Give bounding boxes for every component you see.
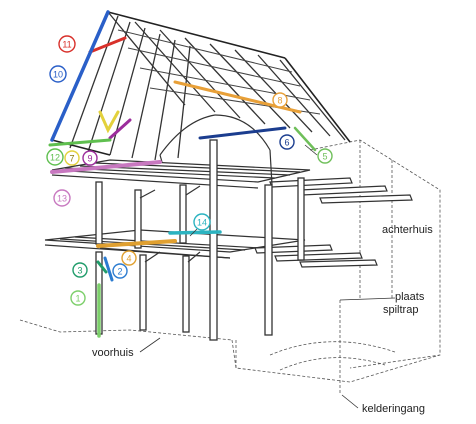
lower-beam-ends [254, 244, 378, 268]
marker-3: 3 [72, 262, 88, 278]
marker-11: 11 [58, 35, 76, 53]
marker-number: 4 [126, 254, 131, 264]
member-10 [50, 10, 110, 142]
roof-ridge [51, 11, 351, 156]
marker-2: 2 [112, 263, 128, 279]
marker-14: 14 [193, 213, 211, 231]
member-13 [50, 160, 162, 174]
marker-9: 9 [82, 150, 98, 166]
member-9 [108, 118, 132, 140]
marker-number: 8 [277, 96, 282, 106]
member-4 [96, 239, 177, 248]
marker-number: 3 [77, 266, 82, 276]
member-6 [198, 126, 287, 140]
marker-6: 6 [279, 134, 295, 150]
marker-number: 6 [284, 138, 289, 148]
member-12 [48, 138, 112, 147]
marker-number: 12 [50, 153, 60, 163]
marker-1: 1 [70, 290, 86, 306]
marker-number: 7 [69, 154, 74, 164]
marker-13: 13 [53, 189, 71, 207]
marker-circle [53, 189, 71, 207]
marker-number: 1 [75, 294, 80, 304]
marker-circle [193, 213, 211, 231]
label-kelderingang: kelderingang [362, 403, 425, 415]
marker-circle [49, 65, 67, 83]
member-3 [96, 260, 108, 274]
member-2 [103, 256, 114, 282]
member-7 [98, 110, 120, 134]
roof-rafters-right [107, 11, 346, 141]
marker-4: 4 [121, 250, 137, 266]
marker-circle [112, 263, 128, 279]
member-11 [88, 36, 127, 54]
marker-8: 8 [272, 92, 288, 108]
frame-braces [139, 114, 273, 263]
marker-number: 2 [117, 267, 122, 277]
upper-beam-ends [269, 177, 413, 204]
member-5 [293, 126, 317, 152]
marker-number: 5 [322, 152, 327, 162]
marker-number: 10 [53, 70, 63, 80]
marker-number: 14 [197, 218, 207, 228]
highlighted-members [48, 10, 317, 338]
marker-circle [317, 148, 333, 164]
marker-10: 10 [49, 65, 67, 83]
label-voorhuis: voorhuis [92, 347, 134, 359]
marker-circle [58, 35, 76, 53]
marker-12: 12 [46, 148, 64, 166]
marker-number: 11 [62, 40, 71, 50]
marker-number: 13 [57, 194, 67, 204]
marker-circle [82, 150, 98, 166]
marker-5: 5 [317, 148, 333, 164]
label-spiltrap: spiltrap [383, 304, 418, 316]
marker-number: 9 [87, 154, 92, 164]
leader-lines [139, 144, 396, 409]
marker-circle [70, 290, 86, 306]
marker-circle [279, 134, 295, 150]
marker-circle [121, 250, 137, 266]
dashed-outlines [19, 139, 441, 395]
marker-7: 7 [64, 150, 80, 166]
label-plaats: plaats [395, 291, 425, 303]
marker-circle [72, 262, 88, 278]
marker-circle [272, 92, 288, 108]
label-achterhuis: achterhuis [382, 224, 433, 236]
marker-circle [64, 150, 80, 166]
member-14 [168, 230, 222, 235]
marker-circle [46, 148, 64, 166]
